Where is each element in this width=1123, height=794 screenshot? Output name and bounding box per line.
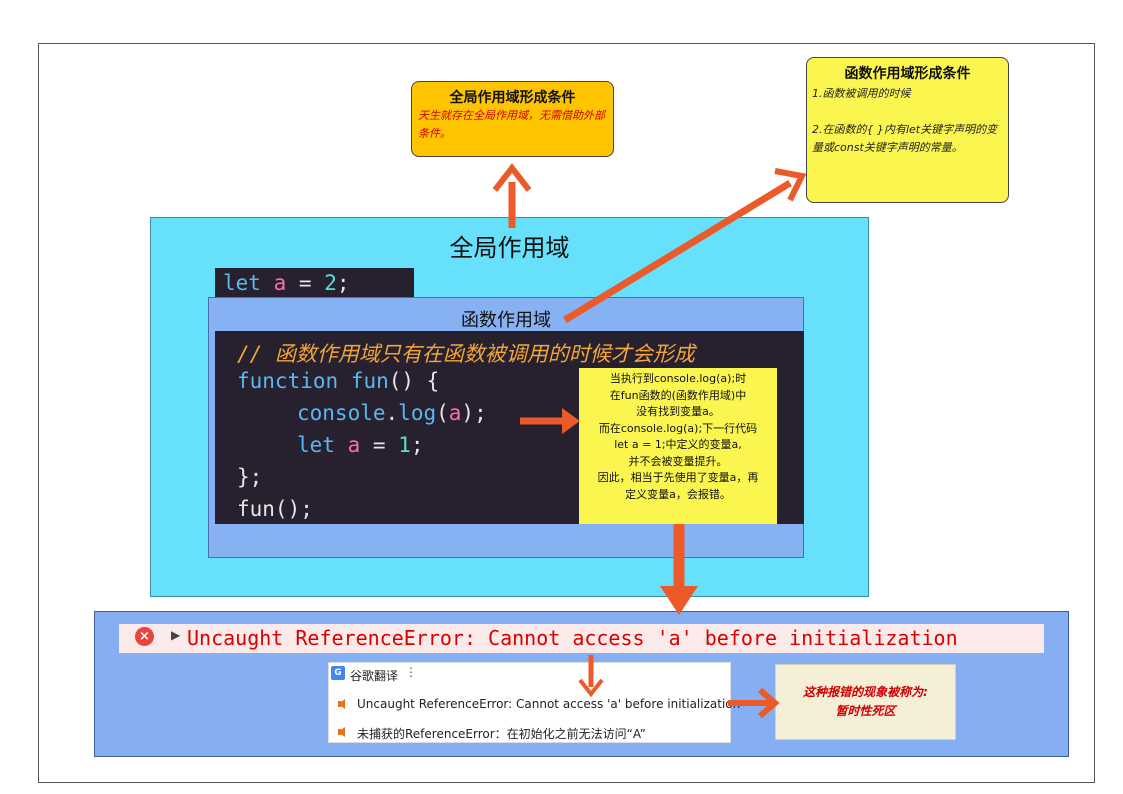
- arrow-to-error: [660, 524, 698, 615]
- code-keyword: let: [223, 271, 261, 295]
- global-scope-title: 全局作用域: [449, 234, 570, 262]
- code-object: console: [297, 401, 386, 425]
- tdz-line: 这种报错的现象被称为:: [803, 685, 928, 699]
- explanation-line: 定义变量a，会报错。: [625, 487, 731, 501]
- google-translate-icon: G: [331, 666, 345, 680]
- code-operator: =: [298, 271, 312, 295]
- code-number: 1: [398, 433, 411, 457]
- code-method: log: [398, 401, 437, 425]
- code-line-let: let a = 1;: [297, 433, 424, 457]
- explanation-line: 没有找到变量a。: [636, 405, 720, 418]
- function-condition-note: 函数作用域形成条件 1.函数被调用的时候 2.在函数的{ }内有let关键字声明…: [806, 57, 1009, 203]
- expand-triangle-icon[interactable]: ▶: [171, 628, 181, 642]
- code-line-function: function fun() {: [237, 369, 439, 393]
- speaker-icon[interactable]: [338, 727, 345, 737]
- error-icon: ×: [135, 627, 154, 646]
- translation-original: Uncaught ReferenceError: Cannot access '…: [357, 697, 741, 711]
- code-argument: a: [448, 401, 462, 425]
- global-let-code: let a = 2;: [215, 268, 414, 299]
- code-variable: a: [347, 433, 361, 457]
- code-keyword: function: [237, 369, 339, 393]
- code-paren-open: (: [436, 401, 449, 425]
- translation-title: 谷歌翻译: [350, 669, 399, 683]
- global-condition-body: 天生就存在全局作用域，无需借助外部条件。: [418, 109, 605, 140]
- explanation-line: 而在console.log(a);下一行代码: [598, 421, 758, 435]
- global-condition-note: 全局作用域形成条件 天生就存在全局作用域，无需借助外部条件。: [411, 81, 614, 157]
- code-function-name: fun: [350, 369, 389, 393]
- code-line-call: fun();: [237, 497, 313, 521]
- code-punctuation: () {: [388, 369, 440, 393]
- arrow-to-translation: [578, 655, 604, 698]
- temporal-dead-zone-note: 这种报错的现象被称为: 暂时性死区: [775, 664, 956, 740]
- code-line-close: };: [237, 465, 263, 489]
- code-variable: a: [273, 271, 287, 295]
- code-line-console: console.log(a);: [297, 401, 487, 425]
- console-error-bar: [119, 624, 1044, 653]
- arrow-to-global-condition: [492, 163, 532, 228]
- translation-popup: [328, 662, 731, 743]
- code-number: 2: [324, 271, 337, 295]
- speaker-icon[interactable]: [338, 699, 345, 709]
- explanation-line: 因此，相当于先使用了变量a，再: [597, 471, 759, 484]
- function-scope-title: 函数作用域: [461, 310, 551, 331]
- arrow-to-tdz: [728, 687, 780, 719]
- diagram-frame: [38, 43, 1095, 783]
- explanation-note: 当执行到console.log(a);时 在fun函数的(函数作用域)中 没有找…: [579, 368, 777, 524]
- function-condition-title: 函数作用域形成条件: [844, 66, 971, 82]
- function-condition-line1: 1.函数被调用的时候: [812, 87, 911, 100]
- code-dot: .: [385, 401, 399, 425]
- code-semicolon: ;: [410, 433, 424, 457]
- error-message: Uncaught ReferenceError: Cannot access '…: [187, 626, 958, 650]
- code-comment: // 函数作用域只有在函数被调用的时候才会形成: [237, 342, 695, 366]
- translation-result: 未捕获的ReferenceError：在初始化之前无法访问“A”: [357, 727, 646, 741]
- explanation-line: 并不会被变量提升。: [628, 454, 728, 468]
- function-condition-line2: 2.在函数的{ }内有let关键字声明的变量或const关键字声明的常量。: [812, 123, 998, 154]
- arrow-to-function-condition: [563, 168, 807, 323]
- code-paren-close: );: [461, 401, 487, 425]
- code-keyword: let: [297, 433, 335, 457]
- code-operator: =: [372, 433, 386, 457]
- code-semicolon: ;: [336, 271, 350, 295]
- explanation-line: let a = 1;中定义的变量a,: [614, 438, 742, 451]
- tdz-line: 暂时性死区: [835, 704, 896, 718]
- explanation-line: 当执行到console.log(a);时: [609, 372, 747, 385]
- global-condition-title: 全局作用域形成条件: [449, 90, 576, 106]
- explanation-line: 在fun函数的(函数作用域)中: [609, 388, 747, 402]
- arrow-to-explanation: [520, 408, 580, 434]
- more-menu-icon[interactable]: ⋮: [405, 665, 417, 679]
